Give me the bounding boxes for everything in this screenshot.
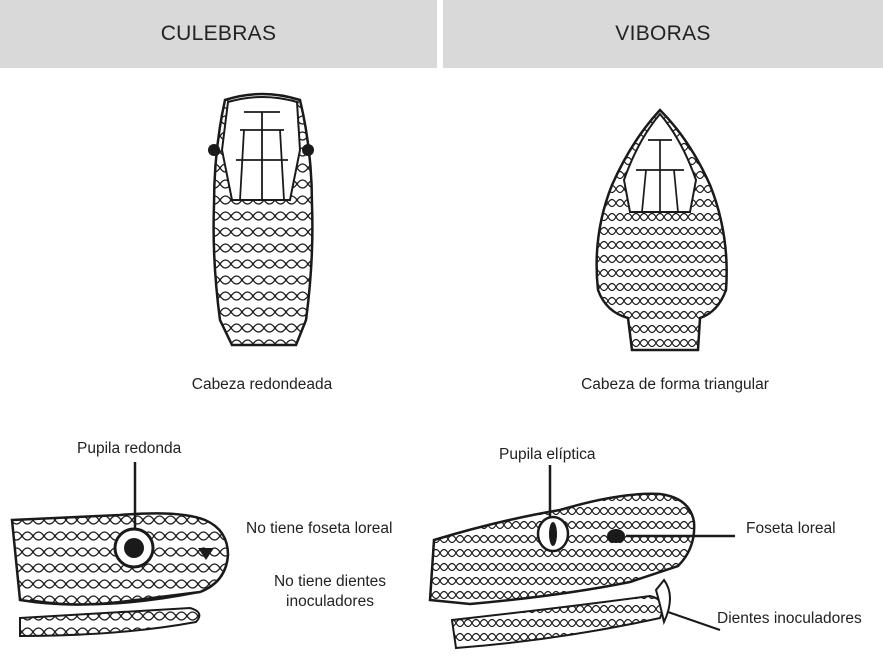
culebra-fangs-label: No tiene dientes inoculadores xyxy=(245,572,415,612)
vibora-fangs-label: Dientes inoculadores xyxy=(717,610,862,628)
vibora-loreal-label: Foseta loreal xyxy=(746,520,836,538)
culebra-head-top-drawing xyxy=(208,94,314,345)
vibora-head-side-drawing xyxy=(430,465,735,648)
vibora-head-top-drawing xyxy=(597,110,727,350)
vibora-pupil-label: Pupila elíptica xyxy=(499,446,596,464)
culebra-head-side-drawing xyxy=(12,462,228,636)
culebra-loreal-label: No tiene foseta loreal xyxy=(246,520,392,538)
culebra-pupil-label: Pupila redonda xyxy=(77,440,181,458)
culebra-head-caption: Cabeza redondeada xyxy=(127,376,397,394)
culebra-fangs-label-line2: inoculadores xyxy=(245,592,415,612)
vibora-head-caption: Cabeza de forma triangular xyxy=(540,376,810,394)
culebra-fangs-label-line1: No tiene dientes xyxy=(245,572,415,592)
